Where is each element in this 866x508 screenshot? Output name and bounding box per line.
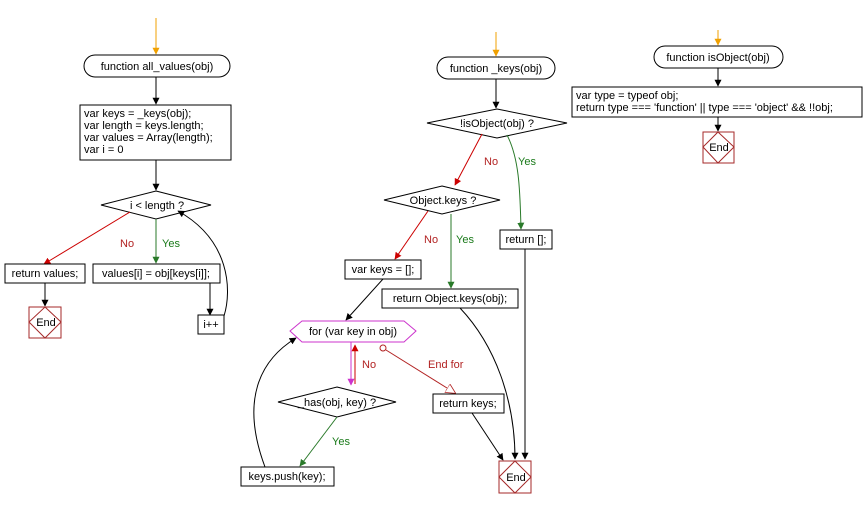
for-loop-hexagon [289,320,417,343]
yes-branch-arrow [299,416,338,467]
objectkeys-condition-diamond [383,185,501,215]
return-values-label: return values; [12,268,79,280]
end-diamond-icon [28,306,62,339]
for-loop-label: for (var key in obj) [309,326,397,338]
isobject-body-box [571,86,863,118]
no-label: No [484,156,498,168]
init-line-1: var keys = _keys(obj); [84,108,191,120]
increment-label: i++ [203,319,218,331]
assign-values-label: values[i] = obj[keys[i]]; [102,268,210,280]
yes-label: Yes [456,234,474,246]
var-keys-label: var keys = []; [352,264,415,276]
flow-isobject: function isObject(obj) var type = typeof… [571,30,863,164]
loop-back-arrow [253,337,297,468]
yes-branch-arrow [506,134,525,230]
push-label: keys.push(key); [248,471,325,483]
start-label: function _keys(obj) [450,63,542,75]
return-objectkeys-label: return Object.keys(obj); [393,293,507,305]
start-label: function all_values(obj) [101,61,214,73]
return-keys-box [432,393,505,414]
no-label: No [362,359,376,371]
no-branch-arrow [43,211,131,265]
init-line-3: var values = Array(length); [84,132,213,144]
no-label: No [424,234,438,246]
connector [471,412,504,461]
connector [345,278,384,321]
end-label: End [506,472,526,484]
init-line-2: var length = keys.length; [84,120,204,132]
end-label: End [709,142,729,154]
start-terminal [83,54,231,78]
return-empty-label: return []; [506,234,547,246]
start-label: function isObject(obj) [666,52,769,64]
end-for-label: End for [428,359,464,371]
loop-back-arrow [177,210,228,317]
has-condition-label: _has(obj, key) ? [297,397,376,409]
end-diamond-icon [498,460,532,494]
init-line-4: var i = 0 [84,144,123,156]
return-empty-box [499,229,553,250]
connector [459,307,519,460]
return-objectkeys-box [381,288,519,309]
end-for-arrow [385,349,455,393]
yes-label: Yes [162,238,180,250]
end-diamond-icon [702,131,735,164]
objectkeys-condition-label: Object.keys ? [410,195,477,207]
init-process-box [79,104,232,161]
increment-box [197,314,225,335]
assign-values-box [92,263,221,284]
isobject-condition-diamond [426,108,568,139]
yes-label: Yes [332,436,350,448]
loop-condition-label: i < length ? [130,200,184,212]
no-branch-arrow [394,210,429,260]
end-for-origin-icon [379,344,387,352]
body-line-2: return type === 'function' || type === '… [576,102,833,114]
isobject-condition-label: !isObject(obj) ? [460,118,534,130]
no-branch-arrow [454,133,483,186]
body-line-1: var type = typeof obj; [576,90,678,102]
flow-all-values: function all_values(obj) var keys = _key… [4,18,232,339]
flow-keys: function _keys(obj) !isObject(obj) ? Yes… [240,32,568,494]
yes-label: Yes [518,156,536,168]
return-keys-label: return keys; [439,398,496,410]
push-box [240,466,335,487]
end-label: End [36,317,56,329]
no-label: No [120,238,134,250]
